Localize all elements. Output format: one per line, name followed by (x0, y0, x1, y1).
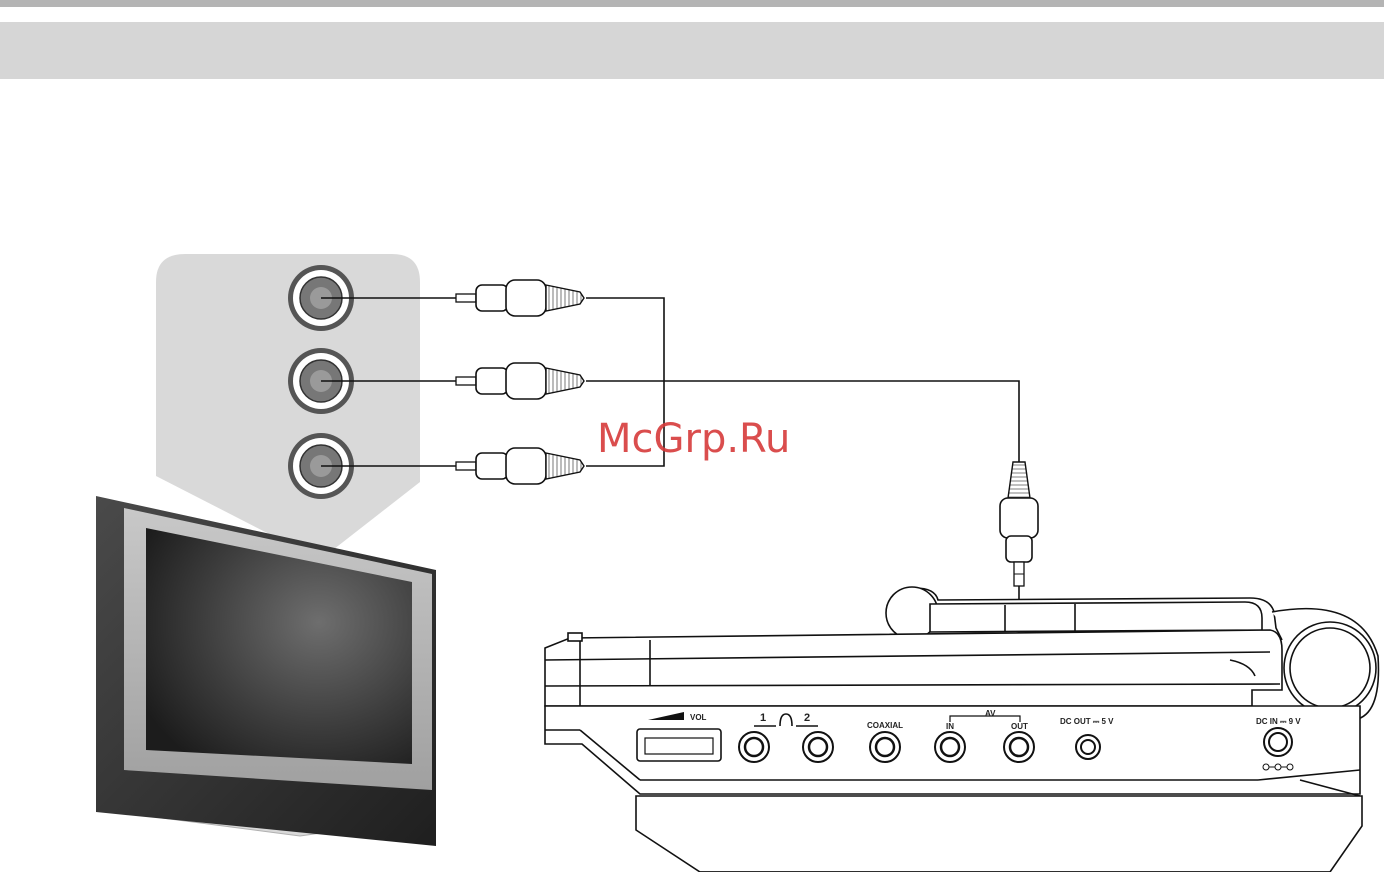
coaxial-jack (870, 732, 900, 762)
headphone-1-label: 1 (760, 712, 766, 724)
av-in-jack (935, 732, 965, 762)
headphone-jack-1 (739, 732, 769, 762)
av-out-jack (1004, 732, 1034, 762)
rca-plug-3 (456, 448, 584, 484)
watermark: McGrp.Ru (597, 416, 790, 462)
av-in-label: IN (946, 722, 954, 731)
volume-wheel (637, 729, 721, 761)
dc-in-label: DC IN ⎓ 9 V (1256, 717, 1301, 726)
coaxial-label: COAXIAL (867, 721, 903, 730)
dc-in-jack (1264, 728, 1292, 756)
flat-panel-tv (96, 496, 436, 846)
av-minijack-plug (1000, 462, 1038, 586)
av-label: AV (985, 709, 996, 718)
dc-out-jack (1076, 735, 1100, 759)
vol-label: VOL (690, 713, 707, 722)
headphone-jack-2 (803, 732, 833, 762)
av-out-label: OUT (1011, 722, 1028, 731)
headphone-2-label: 2 (804, 712, 810, 724)
rca-plug-1 (456, 280, 584, 316)
jack-callout (156, 254, 420, 560)
rca-plug-2 (456, 363, 584, 399)
dc-polarity-icon (1263, 764, 1293, 770)
dc-out-label: DC OUT ⎓ 5 V (1060, 717, 1114, 726)
